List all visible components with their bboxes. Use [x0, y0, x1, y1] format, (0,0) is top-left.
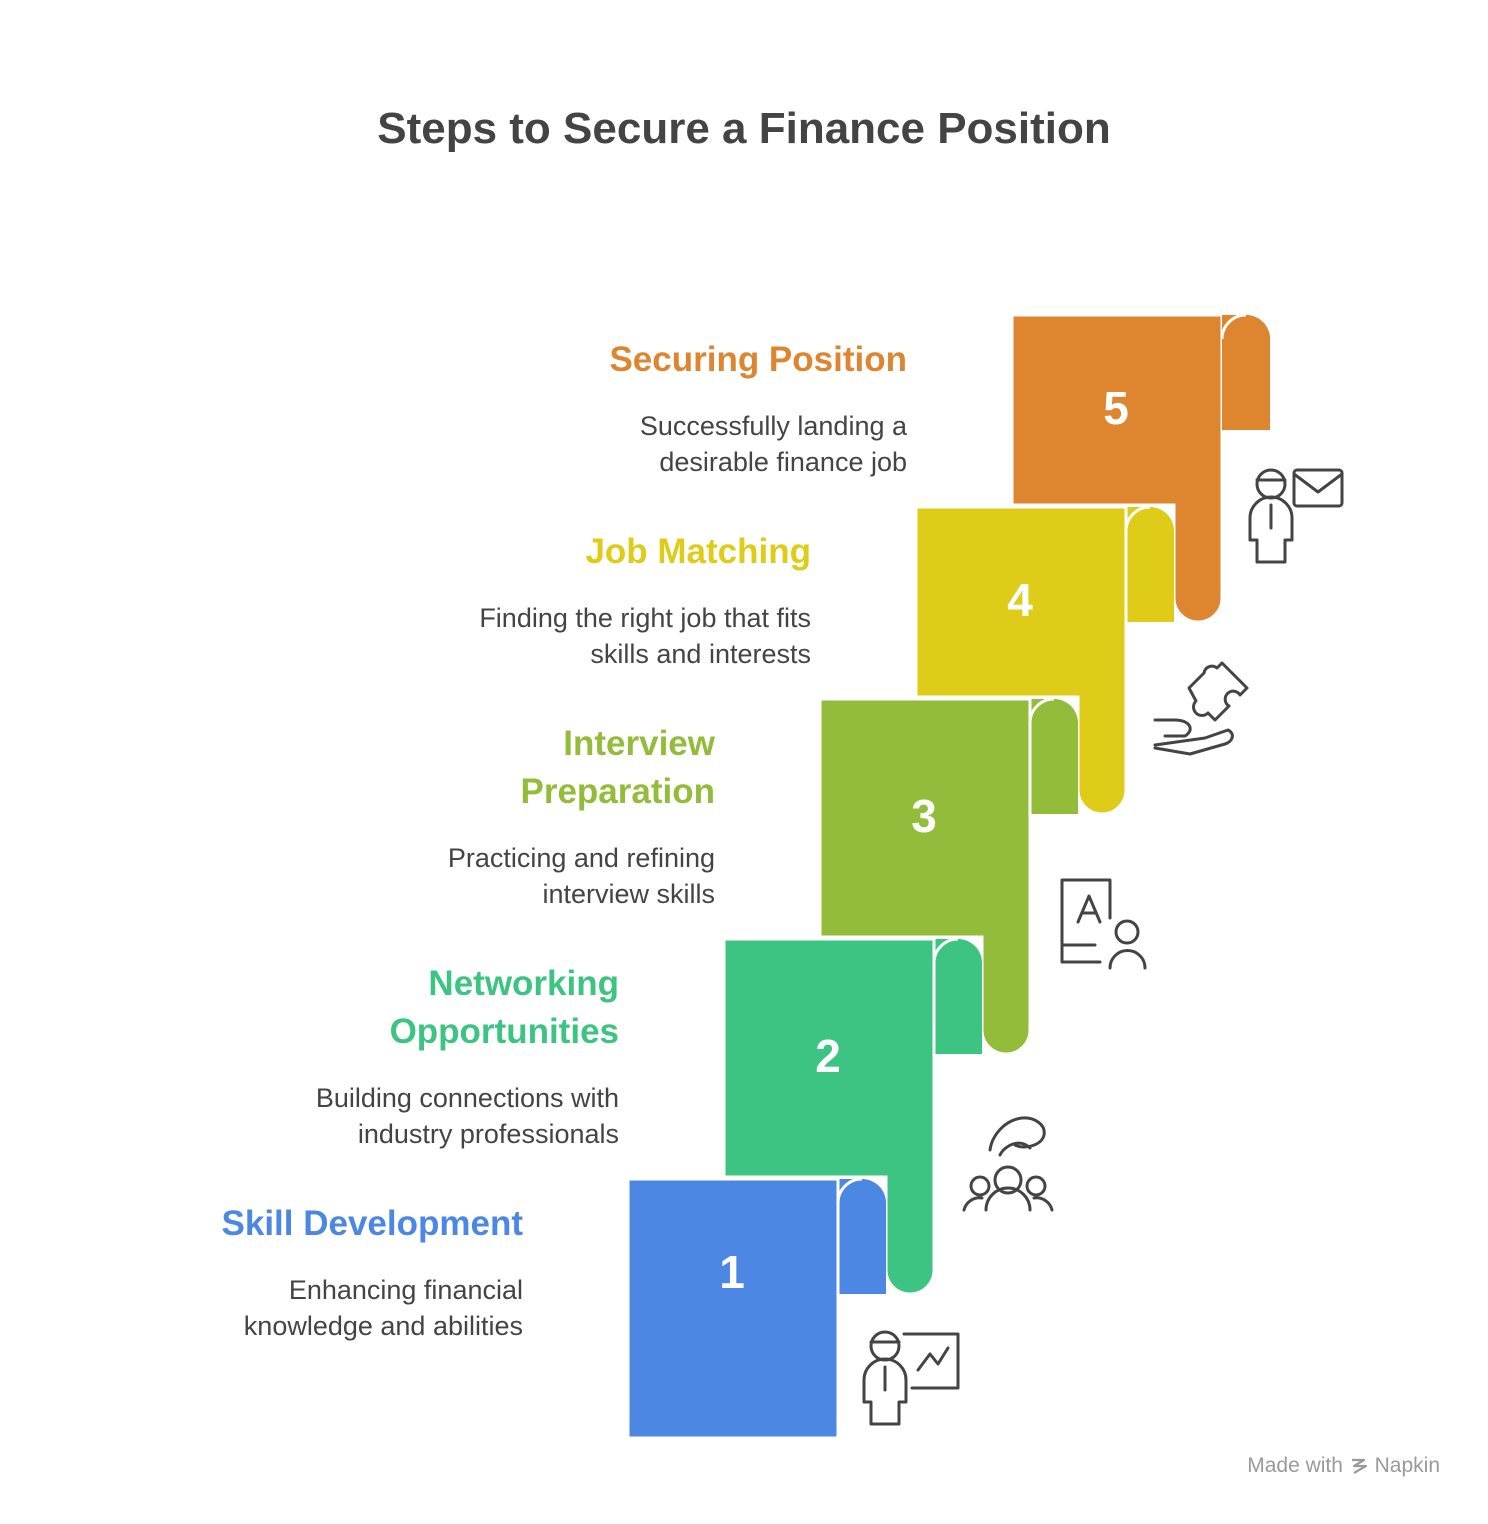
step-3-title: Interview Preparation [520, 724, 716, 811]
hand-puzzle-icon [1153, 661, 1249, 756]
footer-brand: Napkin [1374, 1454, 1440, 1477]
step-1-ribbon [626, 1177, 886, 1440]
step-4-ribbon [914, 505, 1174, 816]
presenter-chart-icon [862, 1330, 960, 1426]
step-4-description: Finding the right job that fits skills a… [479, 603, 811, 669]
napkin-logo-icon [1351, 1459, 1367, 1475]
step-5-title: Securing Position [609, 340, 907, 379]
step-2-number: 2 [815, 1030, 841, 1082]
made-with-napkin-badge[interactable]: Made with Napkin [1200, 1454, 1440, 1478]
step-3-ribbon [818, 697, 1078, 1056]
step-3-description: Practicing and refining interview skills [447, 843, 715, 909]
footer-prefix: Made with [1247, 1454, 1343, 1477]
step-2-description: Building connections with industry profe… [315, 1083, 619, 1149]
step-5-description: Successfully landing a desirable finance… [639, 411, 907, 477]
step-1-description: Enhancing financial knowledge and abilit… [243, 1275, 523, 1341]
step-4-number: 4 [1007, 574, 1033, 626]
step-5-number: 5 [1103, 382, 1129, 434]
step-5-ribbon [1010, 313, 1270, 624]
step-4-title: Job Matching [585, 532, 811, 571]
page-title: Steps to Secure a Finance Position [377, 104, 1111, 153]
step-1-title: Skill Development [221, 1204, 523, 1243]
person-mail-icon [1248, 468, 1344, 564]
step-2-ribbon [722, 937, 982, 1296]
step-2-title: Networking Opportunities [389, 964, 619, 1051]
hand-over-people-icon [962, 1116, 1054, 1212]
step-3-number: 3 [911, 790, 937, 842]
document-person-icon [1060, 878, 1147, 970]
step-1-number: 1 [719, 1246, 745, 1298]
